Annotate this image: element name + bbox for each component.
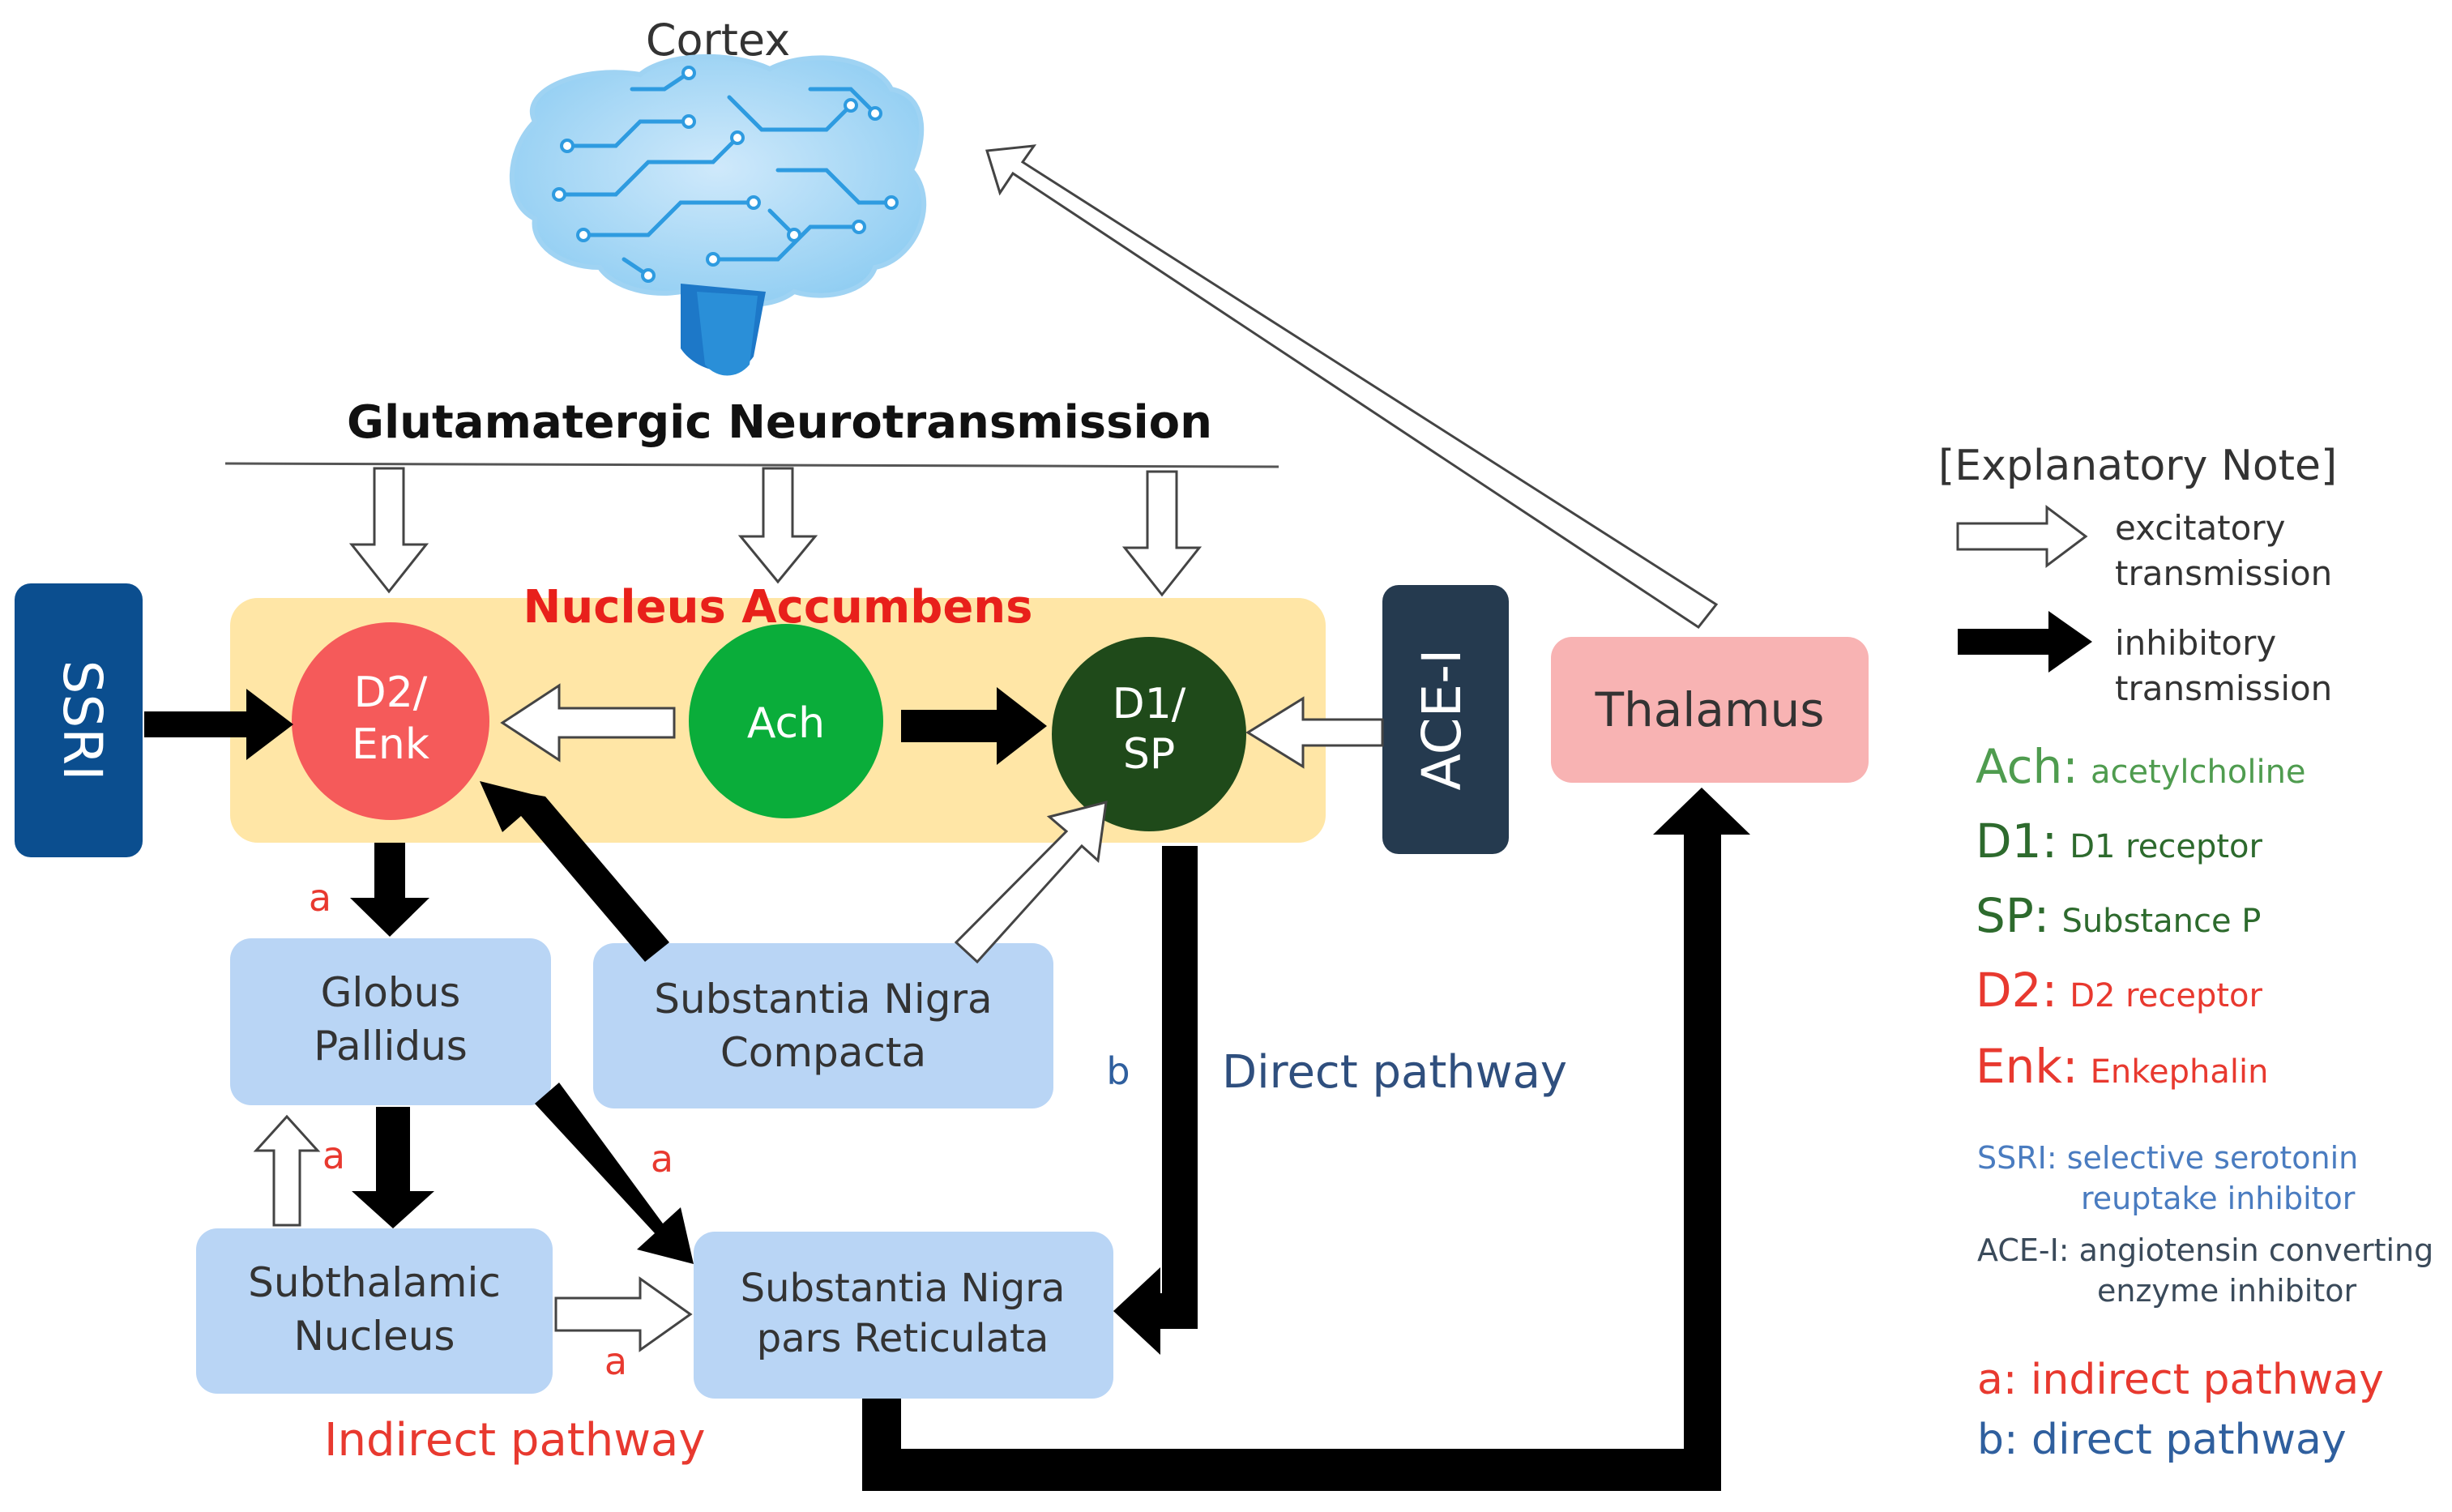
glutamatergic-line xyxy=(224,462,1279,468)
indirect-pathway-label: Indirect pathway xyxy=(324,1414,705,1467)
ach-node xyxy=(689,624,883,818)
snr-line2: pars Reticulata xyxy=(757,1316,1049,1361)
stn-to-snr-arrow xyxy=(554,1276,693,1352)
ssri-box xyxy=(15,583,143,857)
legend-title: [Explanatory Note] xyxy=(1938,442,2337,490)
d1-sp-node xyxy=(1052,637,1246,831)
label-a-3: a xyxy=(651,1137,673,1181)
glutamate-arrow-d2 xyxy=(348,467,429,594)
label-a-4: a xyxy=(604,1339,627,1383)
globus-pallidus-line2: Pallidus xyxy=(314,1023,468,1070)
d1-to-snr-arrow xyxy=(1113,846,1198,1355)
direct-pathway-label: Direct pathway xyxy=(1222,1046,1567,1099)
snc-to-d2-arrow xyxy=(480,781,669,962)
legend-d2: D2: D2 receptor xyxy=(1976,963,2262,1018)
glutamate-arrow-d1 xyxy=(1121,470,1203,597)
stn-line2: Nucleus xyxy=(294,1313,455,1360)
legend-a: a: indirect pathway xyxy=(1977,1356,2384,1404)
d2-enk-line2: Enk xyxy=(352,720,429,769)
globus-pallidus-box xyxy=(230,938,551,1105)
globus-to-snr-arrow xyxy=(535,1083,694,1264)
d2-enk-node xyxy=(292,622,489,820)
snc-to-d1-arrow xyxy=(954,800,1108,964)
stn-to-globus-arrow xyxy=(253,1114,321,1227)
legend-b: b: direct pathway xyxy=(1977,1416,2347,1464)
snc-line1: Substantia Nigra xyxy=(654,976,992,1023)
substantia-nigra-compacta-box xyxy=(593,943,1053,1108)
snc-line2: Compacta xyxy=(720,1029,926,1076)
ach-label: Ach xyxy=(747,699,825,748)
d1-sp-line2: SP xyxy=(1123,730,1175,779)
ace-i-box xyxy=(1382,585,1509,854)
label-a-1: a xyxy=(309,876,331,920)
legend-inhibitory-line1: inhibitory xyxy=(2115,623,2276,663)
thalamus-label: Thalamus xyxy=(1595,682,1825,737)
legend-ach: Ach: acetylcholine xyxy=(1976,739,2306,794)
legend-ace-line2: enzyme inhibitor xyxy=(2097,1273,2356,1309)
legend: [Explanatory Note] excitatory transmissi… xyxy=(1938,442,2433,1464)
substantia-nigra-reticulata-box xyxy=(694,1232,1113,1399)
label-b: b xyxy=(1106,1049,1130,1093)
legend-excitatory-line1: excitatory xyxy=(2115,508,2285,548)
thalamus-to-cortex-arrow xyxy=(985,144,1719,630)
legend-sp: SP: Substance P xyxy=(1976,888,2261,943)
ssri-to-d2-arrow xyxy=(144,689,293,760)
legend-inhibitory-line2: transmission xyxy=(2115,668,2332,708)
ach-to-d1-arrow xyxy=(901,687,1047,765)
ace-to-d1-arrow xyxy=(1245,696,1384,769)
snr-line1: Substantia Nigra xyxy=(741,1266,1066,1311)
glutamate-arrow-ach xyxy=(737,467,818,584)
d2-to-globus-arrow xyxy=(350,843,429,937)
legend-d1: D1: D1 receptor xyxy=(1976,814,2262,869)
legend-inhibitory-arrow xyxy=(1958,611,2092,673)
globus-to-stn-arrow xyxy=(352,1107,434,1228)
legend-ace-line1: ACE-I: angiotensin converting xyxy=(1977,1232,2433,1268)
ssri-label: SSRI xyxy=(51,660,113,780)
globus-pallidus-line1: Globus xyxy=(321,969,461,1016)
brain-icon xyxy=(509,53,927,376)
stn-line1: Subthalamic xyxy=(248,1259,501,1306)
subthalamic-nucleus-box xyxy=(196,1228,553,1394)
legend-ssri-line2: reuptake inhibitor xyxy=(2081,1181,2356,1216)
legend-excitatory-line2: transmission xyxy=(2115,553,2332,593)
ach-to-d2-arrow xyxy=(500,683,676,762)
ace-i-label: ACE-I xyxy=(1411,648,1473,790)
label-a-2: a xyxy=(323,1134,345,1177)
legend-enk: Enk: Enkephalin xyxy=(1976,1039,2268,1094)
thalamus-box xyxy=(1551,637,1869,783)
d1-sp-line1: D1/ xyxy=(1113,680,1186,728)
legend-excitatory-arrow xyxy=(1956,505,2088,568)
legend-ssri-line1: SSRI: selective serotonin xyxy=(1977,1140,2358,1176)
glutamatergic-label: Glutamatergic Neurotransmission xyxy=(347,396,1212,449)
d2-enk-line1: D2/ xyxy=(354,668,428,717)
